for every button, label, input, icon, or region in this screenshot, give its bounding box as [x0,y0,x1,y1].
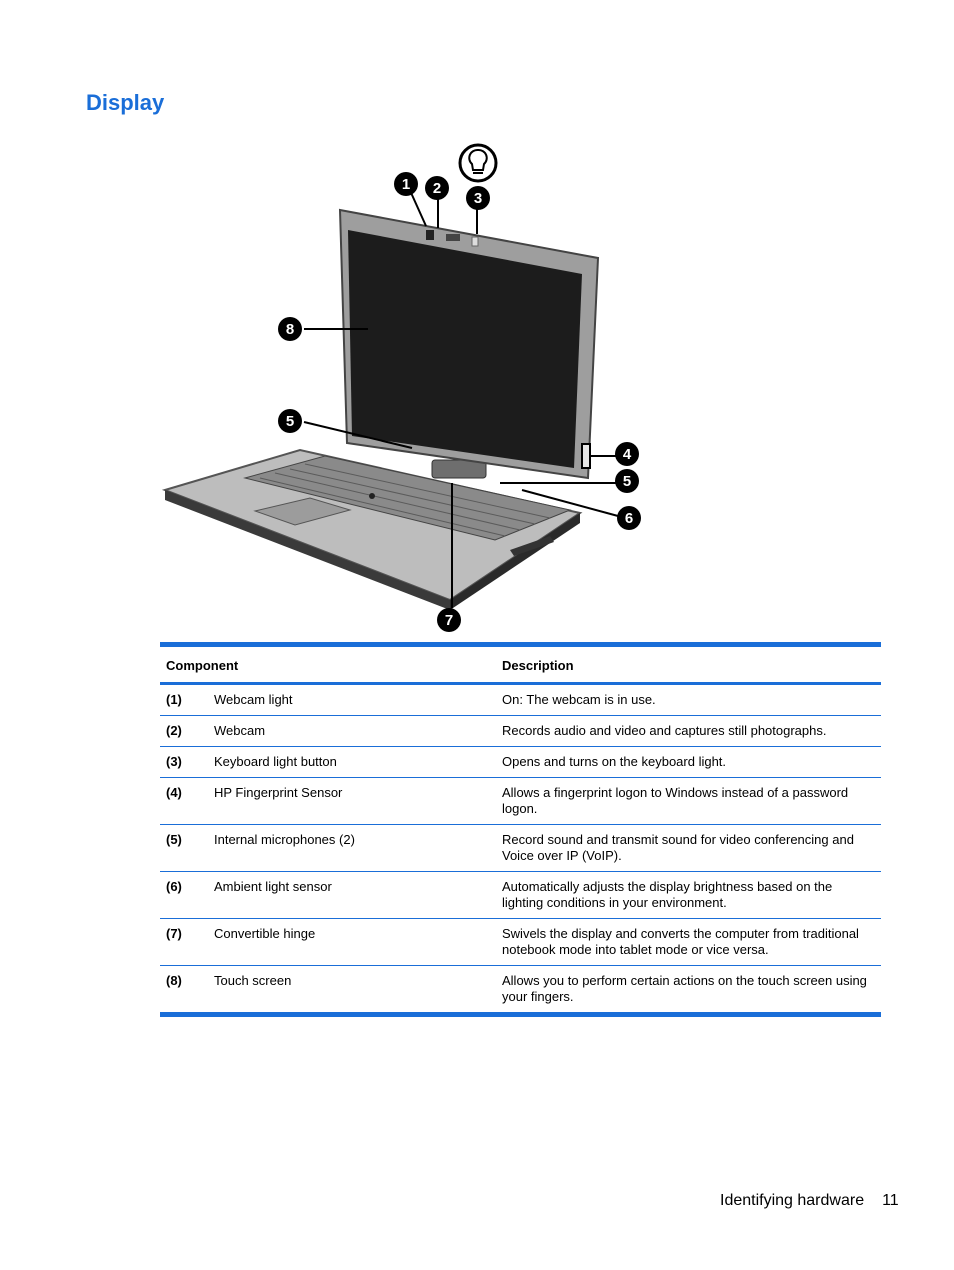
row-number: (6) [166,879,182,894]
callout-8-label: 8 [286,321,294,338]
row-component: Convertible hinge [214,926,316,941]
component-table-grid: Component Description (1) Webcam light O… [160,642,881,1017]
row-number: (1) [166,692,182,707]
callout-4-label: 4 [623,446,632,463]
column-header-description: Description [502,658,574,673]
row-description: Record sound and transmit sound for vide… [502,832,854,863]
pointing-stick [369,493,375,499]
callout-2-label: 2 [433,180,441,197]
callout-8: 8 [278,317,302,341]
page-title: Display [86,90,165,115]
table-row: (4) HP Fingerprint Sensor Allows a finge… [160,778,881,825]
fingerprint-sensor-box [581,443,591,469]
callout-1-label: 1 [402,176,410,193]
callout-5-left: 5 [278,409,302,433]
callout-leader-lines [303,185,619,608]
page-footer: Identifying hardware 11 [720,1192,899,1210]
callout-1: 1 [394,172,418,196]
row-component: Ambient light sensor [214,879,332,894]
keyboard-light-button [471,236,479,247]
column-header-component: Component [166,658,239,673]
row-component: Keyboard light button [214,754,337,769]
side-ports [510,536,554,556]
callout-7-label: 7 [445,612,453,629]
keyboard-key-rows [259,463,551,537]
laptop-display-figure: 1 2 3 4 5 5 6 7 [150,138,670,638]
table-row: (6) Ambient light sensor Automatically a… [160,872,881,919]
webcam-lens [426,230,434,240]
row-description: Allows a fingerprint logon to Windows in… [502,785,849,816]
row-description: Automatically adjusts the display bright… [502,879,833,910]
callout-3-label: 3 [474,190,482,207]
table-row: (1) Webcam light On: The webcam is in us… [160,684,881,716]
laptop-illustration: 1 2 3 4 5 5 6 7 [161,143,641,632]
laptop-base-edge-front [165,490,450,610]
callout-6: 6 [617,506,641,530]
page-number: 11 [882,1192,899,1209]
table-row: (2) Webcam Records audio and video and c… [160,716,881,747]
component-table: Component Description (1) Webcam light O… [160,642,881,1017]
touchpad [253,497,352,526]
row-component: Touch screen [214,973,292,988]
row-component: Webcam [214,723,266,738]
row-number: (4) [166,785,182,800]
callout-5-right: 5 [615,469,639,493]
table-row: (7) Convertible hinge Swivels the displa… [160,919,881,966]
row-number: (3) [166,754,182,769]
callout-6-label: 6 [625,510,633,527]
row-component: Webcam light [214,692,293,707]
row-number: (7) [166,926,182,941]
row-description: Opens and turns on the keyboard light. [502,754,727,769]
row-description: Allows you to perform certain actions on… [502,973,867,1004]
row-description: Swivels the display and converts the com… [502,926,859,957]
touch-screen-panel [348,230,582,468]
row-description: On: The webcam is in use. [502,692,656,707]
callout-7: 7 [437,608,461,632]
callout-2: 2 [425,176,449,200]
table-row: (5) Internal microphones (2) Record soun… [160,825,881,872]
table-row: (8) Touch screen Allows you to perform c… [160,966,881,1015]
row-number: (8) [166,973,182,988]
callout-5-right-label: 5 [623,473,631,490]
row-component: HP Fingerprint Sensor [214,785,343,800]
callout-5-left-label: 5 [286,413,294,430]
row-number: (2) [166,723,182,738]
callout-3: 3 [466,186,490,210]
lightbulb-icon [458,143,498,183]
webcam-light [446,234,460,241]
row-description: Records audio and video and captures sti… [502,723,827,738]
table-header-row: Component Description [160,644,881,684]
callout-4: 4 [615,442,639,466]
row-component: Internal microphones (2) [214,832,355,847]
row-number: (5) [166,832,182,847]
footer-section-title: Identifying hardware [720,1192,865,1209]
table-row: (3) Keyboard light button Opens and turn… [160,747,881,778]
